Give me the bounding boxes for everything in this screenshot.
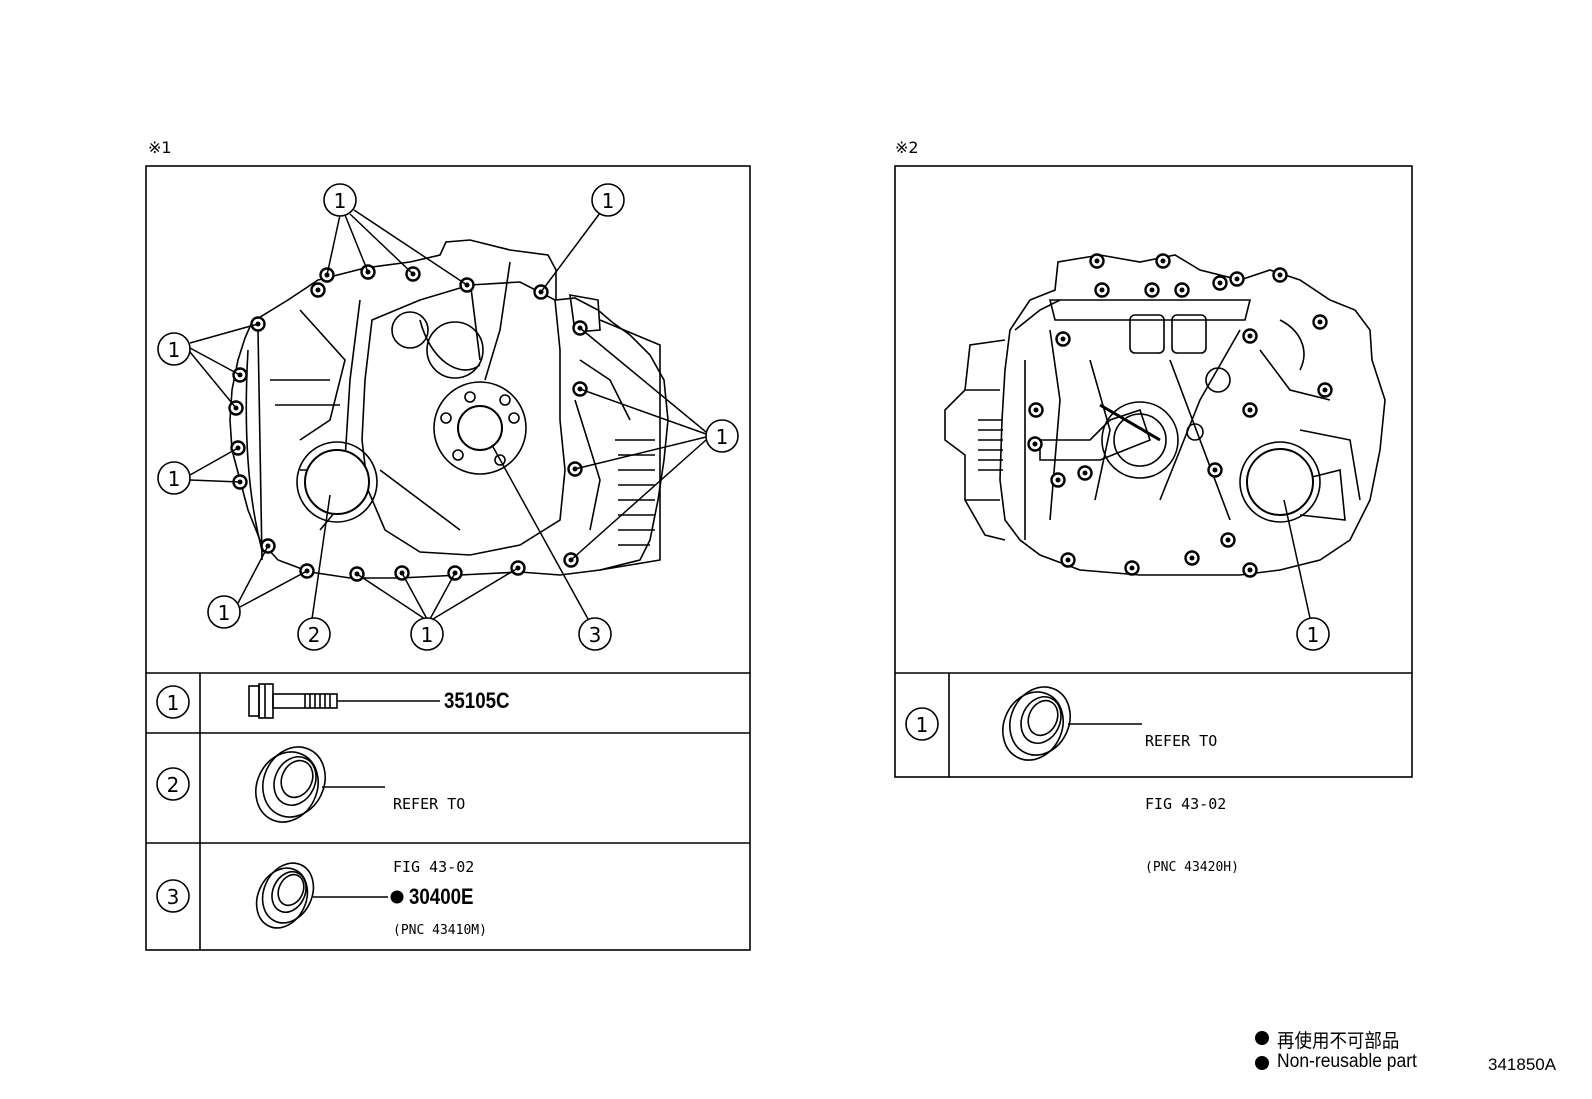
panel1-mark: ※1 bbox=[148, 138, 172, 157]
row1-number: 1 bbox=[167, 691, 180, 715]
callout-1-bottom-left: 1 bbox=[218, 601, 231, 625]
bolt-part-icon bbox=[248, 683, 440, 719]
callout-1-bottom: 1 bbox=[421, 623, 434, 647]
panel1-row2-reference: REFER TO FIG 43-02 (PNC 43410M) bbox=[393, 752, 487, 962]
callout-1-left-upper: 1 bbox=[168, 338, 181, 362]
panel2-callout-1: 1 bbox=[1307, 623, 1320, 647]
callout-3: 3 bbox=[589, 623, 602, 647]
transaxle-housing-rear bbox=[944, 254, 1386, 576]
part-code-35105c: 35105C bbox=[444, 688, 510, 713]
callout-1-left-lower: 1 bbox=[168, 467, 181, 491]
panel2-mark: ※2 bbox=[895, 138, 919, 157]
figure-id: 341850A bbox=[1488, 1055, 1557, 1074]
panel2-row1-reference: REFER TO FIG 43-02 (PNC 43420H) bbox=[1145, 689, 1239, 899]
row3-number: 3 bbox=[167, 885, 180, 909]
callout-1-right: 1 bbox=[716, 425, 729, 449]
part-code-30400e: 30400E bbox=[409, 884, 474, 909]
panel2-ref-line1: REFER TO bbox=[1145, 732, 1218, 750]
non-reusable-marker bbox=[390, 890, 404, 904]
transaxle-housing-front bbox=[229, 239, 669, 579]
callout-2: 2 bbox=[308, 623, 321, 647]
callout-1-top: 1 bbox=[334, 189, 347, 213]
panel2-ref-line2: FIG 43-02 bbox=[1145, 795, 1227, 813]
legend-japanese: 再使用不可部品 bbox=[1277, 1031, 1400, 1052]
row2-ref-line1: REFER TO bbox=[393, 795, 466, 813]
legend-bullet-en bbox=[1255, 1056, 1269, 1070]
panel2-ref-pnc: (PNC 43420H) bbox=[1145, 860, 1239, 875]
panel2-oil-seal-icon bbox=[1002, 686, 1142, 761]
panel1-frame bbox=[145, 165, 751, 951]
panel2-callouts bbox=[905, 617, 1330, 741]
panel2-frame bbox=[894, 165, 1413, 778]
legend-english: Non-reusable part bbox=[1277, 1051, 1417, 1072]
panel2-row1-number: 1 bbox=[916, 713, 929, 737]
row2-number: 2 bbox=[167, 773, 180, 797]
callout-1-top-right: 1 bbox=[602, 189, 615, 213]
panel1-leader-lines bbox=[189, 209, 707, 620]
legend-bullet-jp bbox=[1255, 1031, 1269, 1045]
row2-ref-line2: FIG 43-02 bbox=[393, 858, 475, 876]
oil-seal-large-icon bbox=[255, 746, 385, 823]
panel1-callouts bbox=[156, 183, 739, 913]
oil-seal-small-icon bbox=[255, 862, 388, 929]
row2-ref-pnc: (PNC 43410M) bbox=[393, 923, 487, 938]
panel2-leader-lines bbox=[1283, 499, 1311, 619]
panel2-housing-bolts bbox=[1027, 253, 1333, 578]
